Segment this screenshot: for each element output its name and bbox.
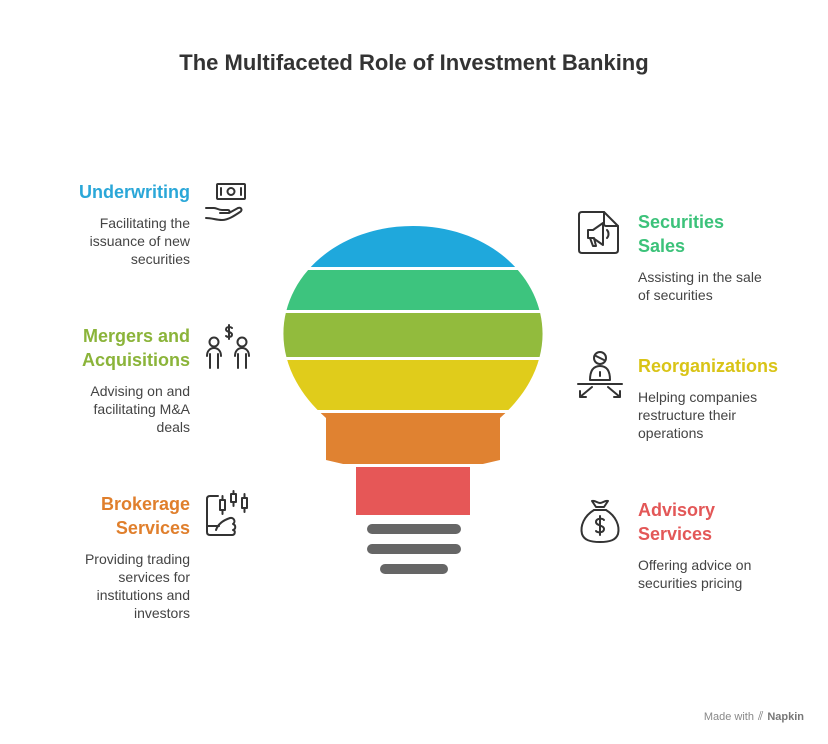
item-description: Providing trading services for instituti… [84,551,190,621]
footer-brand: Napkin [767,710,804,723]
person-arrows-icon [576,350,624,398]
item-title: Advisory Services [638,500,716,544]
item-description: Helping companies restructure their oper… [638,389,758,441]
bulb-base-line-1 [367,524,461,534]
bulb-band-reorganizations [283,360,543,410]
item-title: Brokerage Services [100,494,190,538]
people-dollar-icon [204,324,252,372]
footer-prefix: Made with [703,710,754,723]
bulb-base-line-2 [367,544,461,554]
bulb-band-advisory [283,467,543,515]
item-title: Mergers and Acquisitions [81,326,190,370]
item-mergers-acquisitions: Mergers and Acquisitions Advising on and… [0,324,190,436]
item-title: Reorganizations [638,356,779,376]
item-description: Assisting in the sale of securities [638,269,762,303]
item-reorganizations: Reorganizations Helping companies restru… [638,354,828,442]
item-securities-sales: Securities Sales Assisting in the sale o… [638,210,828,304]
bulb-base-line-3 [380,564,448,574]
item-advisory-services: Advisory Services Offering advice on sec… [638,498,828,592]
napkin-logo-icon: ⫽ [757,709,764,723]
item-underwriting: Underwriting Facilitating the issuance o… [0,180,190,268]
phone-candlestick-icon [204,490,252,538]
item-title: Underwriting [79,182,190,202]
item-description: Offering advice on securities pricing [638,557,752,591]
money-hand-icon [204,180,252,228]
bulb-band-mergers [283,313,543,357]
item-title: Securities Sales [638,212,725,256]
item-description: Facilitating the issuance of new securit… [89,215,190,267]
bulb-band-underwriting [283,226,543,267]
footer-watermark: Made with ⫽ Napkin [704,709,804,724]
money-bag-icon [576,498,624,546]
page-title: The Multifaceted Role of Investment Bank… [179,50,649,75]
item-brokerage-services: Brokerage Services Providing trading ser… [0,492,190,622]
bulb-band-securities-sales [283,270,543,310]
megaphone-icon [576,208,624,256]
item-description: Advising on and facilitating M&A deals [90,383,190,435]
bulb-band-brokerage [283,413,543,464]
